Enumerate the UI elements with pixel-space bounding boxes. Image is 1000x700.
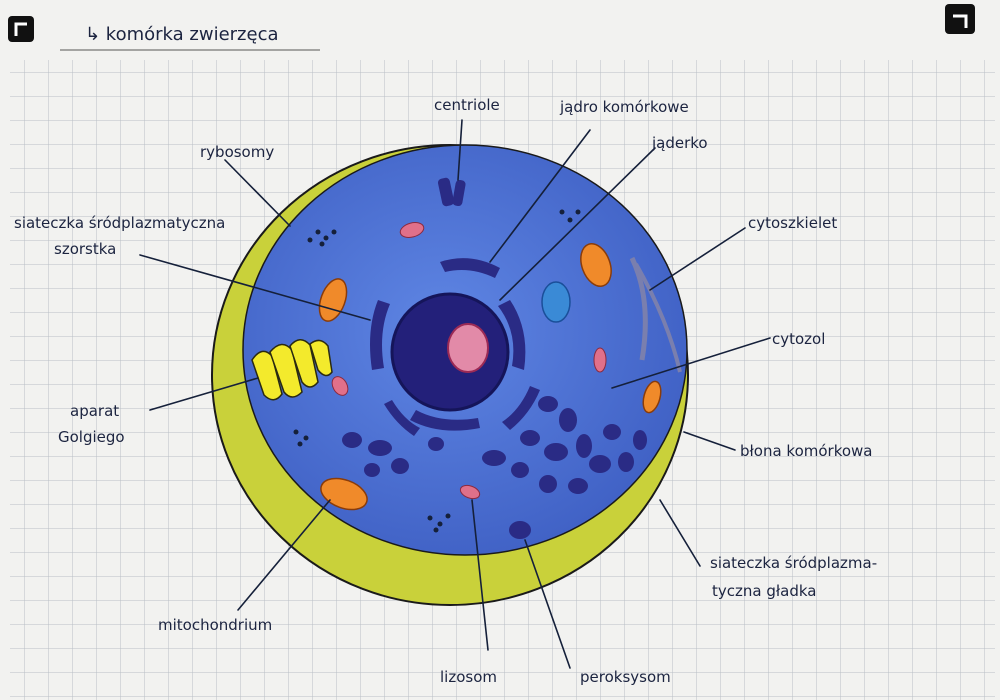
page-title: ↳ komórka zwierzęca <box>85 24 279 45</box>
centriole <box>452 179 466 207</box>
labels: centriole jądro komórkowe jąderko ryboso… <box>14 96 877 686</box>
binder-corner-right-hook <box>953 14 968 28</box>
label-cytosol: cytozol <box>772 330 825 348</box>
label-golgi-line1: aparat <box>70 402 119 420</box>
lysosomes <box>331 222 607 500</box>
smooth-er <box>342 396 647 494</box>
centriole <box>437 177 455 207</box>
leader-lines <box>139 119 771 669</box>
golgi-apparatus <box>251 339 333 401</box>
nucleolus <box>447 323 489 373</box>
label-nucleus: jądro komórkowe <box>559 98 689 116</box>
label-centriole: centriole <box>434 96 500 114</box>
label-ribosomes: rybosomy <box>200 143 274 161</box>
label-lysosome: lizosom <box>440 668 497 686</box>
label-rough-er-line2: szorstka <box>54 240 116 258</box>
rough-er <box>370 258 540 436</box>
ribosomes <box>293 209 581 533</box>
label-golgi-line2: Golgiego <box>58 428 125 446</box>
label-rough-er-line1: siateczka śródplazmatyczna <box>14 214 225 232</box>
label-peroxisome: peroksysom <box>580 668 671 686</box>
label-smooth-er-line1: siateczka śródplazma- <box>710 554 877 572</box>
label-nucleolus: jąderko <box>651 134 708 152</box>
label-smooth-er-line2: tyczna gładka <box>712 582 816 600</box>
label-membrane: błona komórkowa <box>740 442 873 460</box>
binder-corner-left-hook <box>14 22 27 36</box>
label-mitochondrion: mitochondrium <box>158 616 272 634</box>
binder-corner-right-icon <box>945 4 975 34</box>
mitochondria <box>318 243 662 511</box>
binder-corner-left-icon <box>8 16 34 42</box>
cytoskeleton-fiber <box>634 263 682 373</box>
peroxisome <box>509 521 531 539</box>
label-cytoskeleton: cytoszkielet <box>748 214 837 232</box>
animal-cell <box>211 144 689 606</box>
vacuole <box>541 281 571 323</box>
